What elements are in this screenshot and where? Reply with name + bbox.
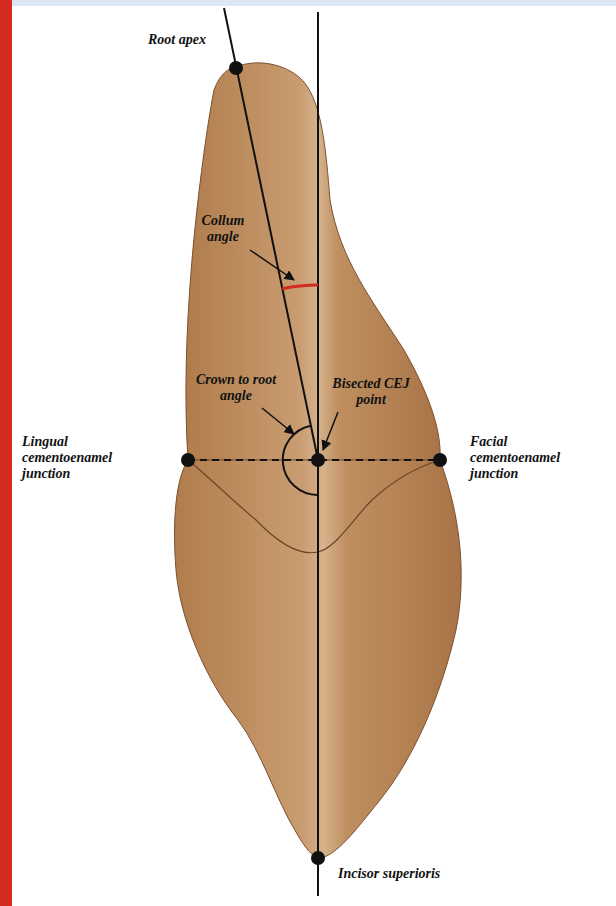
leader-arrow	[250, 250, 294, 280]
point-dot	[229, 61, 243, 75]
point-dot	[433, 453, 447, 467]
point-dot	[311, 453, 325, 467]
tooth-root	[186, 63, 440, 460]
leader-arrow	[323, 412, 338, 450]
top-band	[0, 0, 616, 6]
part-label: Lingual cementoenamel junction	[22, 434, 130, 482]
leader-arrow	[262, 408, 294, 434]
part-label: Facial cementoenamel junction	[470, 434, 582, 482]
point-dot	[181, 453, 195, 467]
part-label: Bisected CEJ point	[330, 376, 412, 408]
part-label: Collum angle	[192, 213, 254, 245]
point-dot	[311, 851, 325, 865]
cej-contour	[188, 460, 440, 553]
part-label: Crown to root angle	[186, 372, 286, 404]
part-label: Incisor superioris	[338, 866, 498, 882]
collum-arc	[282, 285, 318, 289]
side-bar	[0, 0, 12, 906]
part-label: Root apex	[148, 32, 228, 48]
